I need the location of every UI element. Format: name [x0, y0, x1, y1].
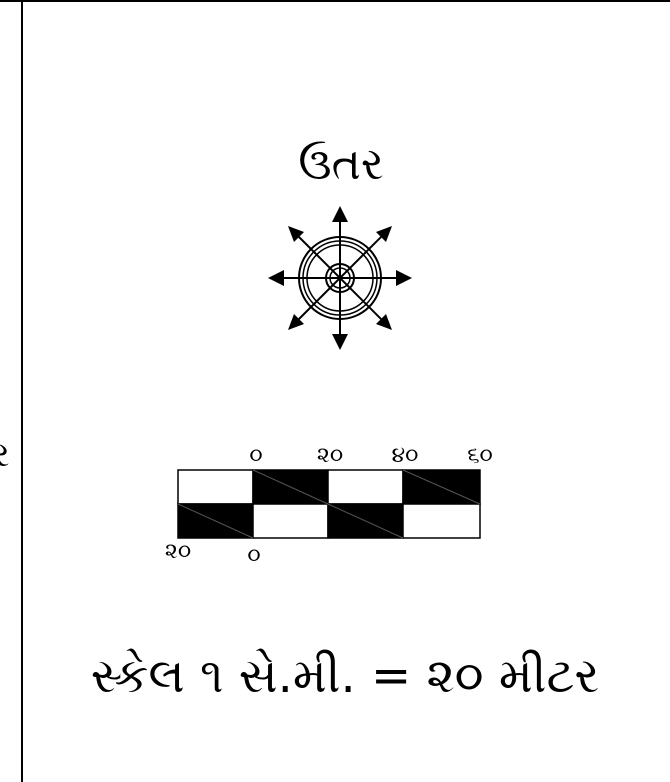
scale-tick-top-20: ૨૦: [317, 443, 343, 468]
scale-bar: ૦ ૨૦ ૪૦ ૬૦ ૨૦ ૦: [165, 443, 493, 568]
north-label: ઉતર: [298, 139, 384, 190]
compass-rose-icon: [268, 206, 412, 350]
map-frame-top-border: [0, 0, 670, 2]
scale-tick-bottom-0: ૦: [247, 543, 260, 568]
clipped-edge-text: ર: [0, 435, 10, 475]
scale-segment: [327, 469, 404, 505]
scale-tick-top-0: ૦: [249, 443, 262, 468]
scale-statement: સ્કેલ ૧ સે.મી. = ૨૦ મીટર: [90, 648, 600, 704]
scale-segment: [252, 503, 329, 539]
scale-segment: [402, 503, 481, 539]
scale-tick-bottom-20: ૨૦: [165, 539, 191, 564]
map-frame-left-border: [21, 0, 23, 782]
scale-segment: [177, 469, 254, 505]
scale-tick-top-40: ૪૦: [392, 443, 419, 468]
scale-tick-top-60: ૬૦: [467, 443, 493, 468]
